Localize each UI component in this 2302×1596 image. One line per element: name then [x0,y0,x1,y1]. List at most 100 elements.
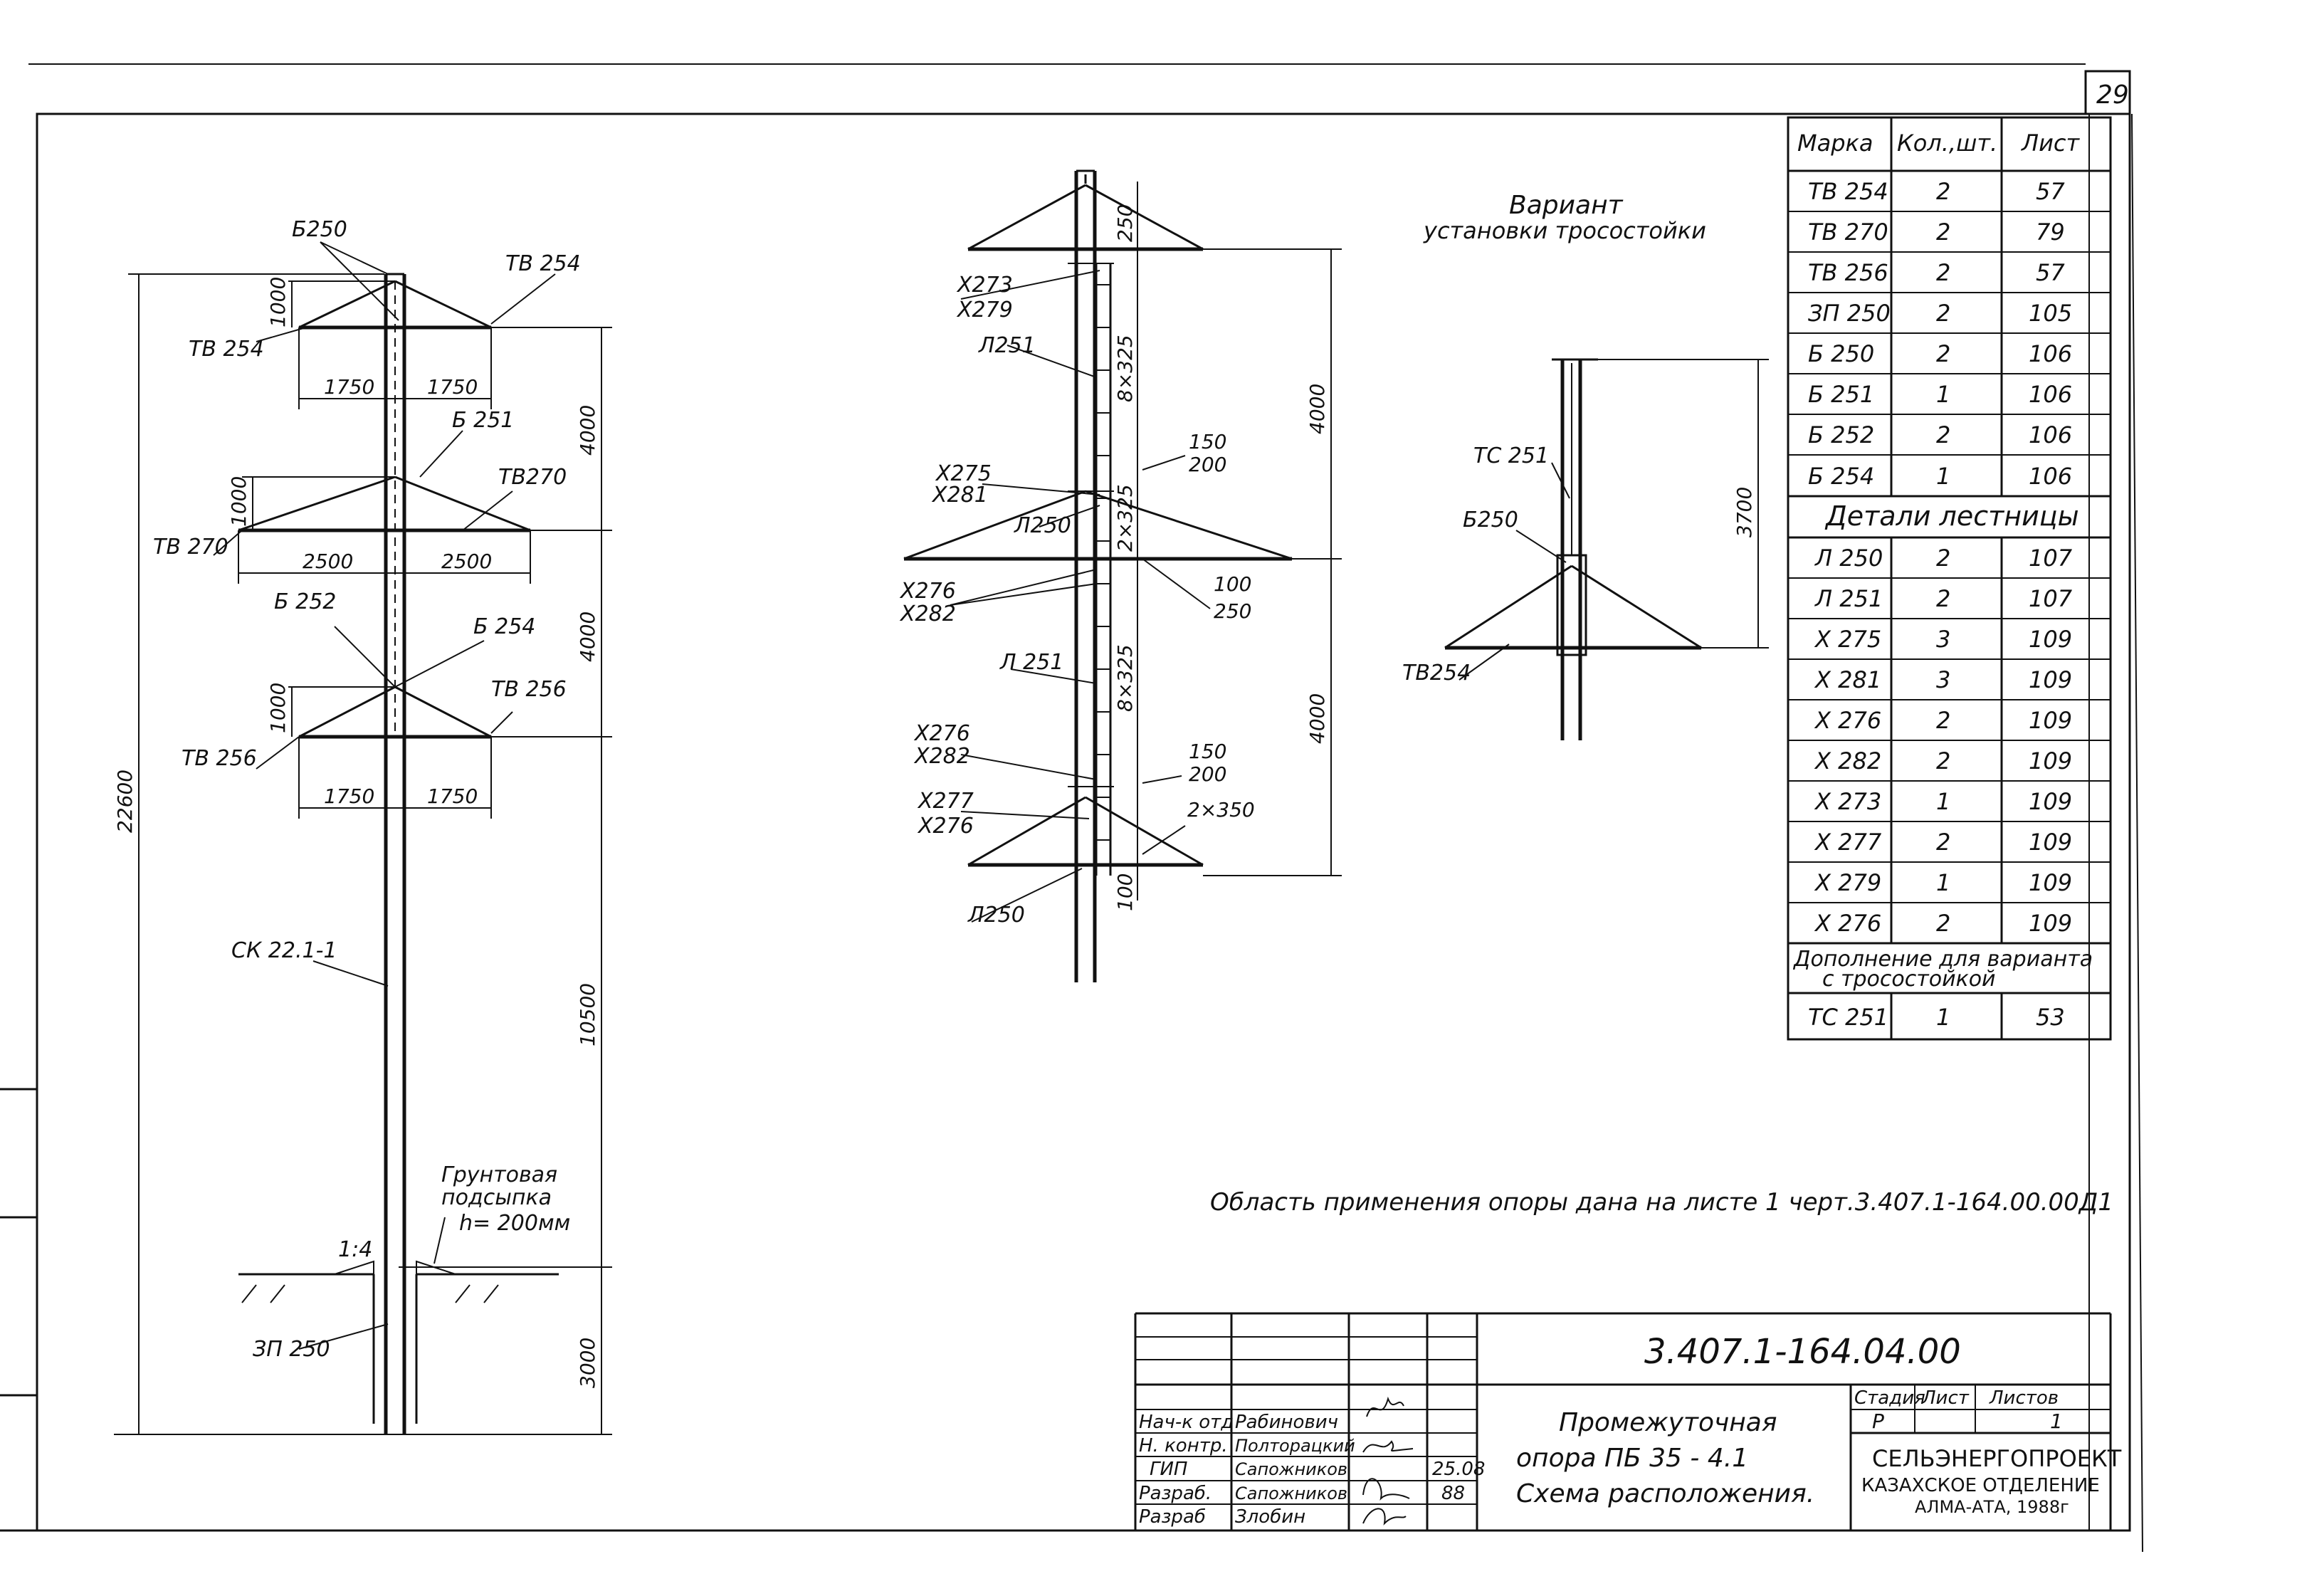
cell-sheet: 79 [2036,219,2065,246]
dim-100-b: 100 [1113,873,1137,911]
person-name: Рабинович [1235,1412,1338,1433]
label-x273: Х273 [956,273,1013,298]
cell-qty: 2 [1936,340,1950,367]
cell-mark: ТВ 256 [1808,259,1888,286]
label-soil-2: подсыпка [441,1185,552,1210]
label-ck: СК 22.1-1 [231,938,337,963]
cell-qty: 2 [1936,259,1950,286]
label-b250: Б250 [292,217,347,242]
label-l250-a: Л250 [1014,513,1071,538]
dim-1750-d: 1750 [427,784,478,808]
sheets-header: Листов [1989,1387,2059,1409]
dim-3000: 3000 [576,1338,599,1388]
variant-cable-post [1444,358,1769,740]
dim-150-b: 150 [1189,740,1226,763]
title-line-1: Промежуточная [1559,1408,1777,1437]
dim-200-b: 200 [1189,762,1226,786]
cell-qty: 3 [1936,666,1950,693]
cell-sheet: 106 [2029,463,2072,490]
dim-1000-b: 1000 [227,476,251,527]
dim-1000-c: 1000 [266,683,290,733]
dim-1750-b: 1750 [427,375,478,399]
label-b254: Б 254 [473,614,535,639]
cell-qty: 3 [1936,626,1950,653]
cell-qty: 1 [1936,1004,1950,1031]
label-x282-b: Х282 [913,744,970,769]
date: 25.08 [1432,1459,1485,1480]
cell-mark: ТС 251 [1808,1004,1888,1031]
sheet-header: Лист [1921,1387,1970,1409]
org-name: СЕЛЬЭНЕРГОПРОЕКТ [1872,1445,2122,1472]
dim-1000-a: 1000 [266,277,290,327]
label-b252: Б 252 [274,589,336,614]
ladder-detail [903,169,1342,982]
cell-sheet: 109 [2029,747,2072,775]
cell-sheet: 109 [2029,829,2072,856]
label-x276-a: Х276 [899,579,956,604]
cell-qty: 2 [1936,421,1950,448]
cell-mark: Х 279 [1814,869,1881,896]
dim-3700: 3700 [1733,487,1756,537]
th-sheet: Лист [2021,130,2080,157]
cell-mark: ЗП 250 [1808,300,1891,327]
label-tv256-right: ТВ 256 [491,677,567,702]
role: Нач-к отд [1139,1412,1234,1433]
label-x282-a: Х282 [899,602,956,626]
stage-header: Стадия [1854,1387,1925,1409]
dim-4000-mid-a: 4000 [1305,384,1329,434]
cell-qty: 1 [1936,463,1950,490]
cell-qty: 2 [1936,910,1950,937]
cell-mark: Х 277 [1814,829,1882,856]
cell-sheet: 53 [2036,1004,2065,1031]
role: Н. контр. [1139,1435,1228,1456]
cell-sheet: 109 [2029,707,2072,734]
cell-sheet: 57 [2036,178,2065,205]
variant-title-1: Вариант [1509,191,1624,220]
person-name: Сапожников [1235,1459,1347,1479]
cell-sheet: 105 [2029,300,2072,327]
dim-250-b: 250 [1214,599,1251,623]
cell-sheet: 106 [2029,340,2072,367]
role: Разраб. [1139,1483,1212,1504]
cell-mark: Х 276 [1814,910,1881,937]
label-tv256-left: ТВ 256 [182,746,257,771]
dim-100-a: 100 [1214,572,1251,596]
sheets-value: 1 [2050,1409,2063,1433]
cell-sheet: 107 [2029,545,2073,572]
application-note: Область применения опоры дана на листе 1… [1210,1188,2113,1217]
cell-sheet: 109 [2029,788,2072,815]
dim-4000-b: 4000 [576,611,599,662]
person-name: Полторацкий [1235,1436,1355,1456]
label-soil-3: h= 200мм [459,1211,570,1236]
label-x275: Х275 [935,461,992,486]
dim-2x325: 2×325 [1113,484,1137,552]
label-zp250: ЗП 250 [253,1337,330,1362]
drawing-code: 3.407.1-164.04.00 [1644,1332,1961,1372]
th-mark: Марка [1797,130,1873,157]
dim-2500-a: 2500 [303,550,353,573]
cell-sheet: 106 [2029,381,2072,408]
cell-mark: Х 273 [1814,788,1881,815]
cell-qty: 2 [1936,585,1950,612]
person-name: Сапожников [1235,1484,1347,1503]
section-extra-2: с тросостойкой [1822,967,1996,992]
label-x279: Х279 [956,298,1013,322]
cell-mark: Л 250 [1814,545,1883,572]
cell-qty: 2 [1936,707,1950,734]
cell-sheet: 109 [2029,666,2072,693]
label-l251-a: Л251 [978,333,1036,358]
title-line-3: Схема расположения. [1516,1479,1814,1508]
cell-sheet: 106 [2029,421,2072,448]
label-x277: Х277 [917,789,974,814]
cell-mark: Б 251 [1808,381,1874,408]
label-l250-b: Л250 [967,903,1025,928]
label-x276-c: Х276 [917,814,974,839]
label-tv270-right: ТВ270 [498,465,567,490]
cell-qty: 1 [1936,869,1950,896]
signatures [1362,1396,1414,1526]
cell-mark: Х 281 [1814,666,1881,693]
cell-mark: ТВ 270 [1808,219,1888,246]
label-x276-b: Х276 [913,721,970,746]
cell-qty: 2 [1936,219,1950,246]
